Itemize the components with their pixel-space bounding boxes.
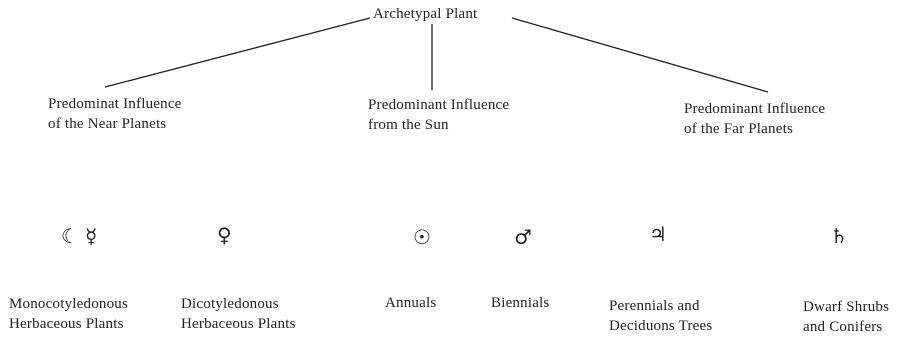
jupiter-icon: ♃ <box>649 222 673 246</box>
influence-far-planets-line2: of the Far Planets <box>684 121 793 137</box>
moon-and-mercury-icon: ☾☿ <box>61 224 103 248</box>
saturn-glyph: ♄ <box>830 224 848 248</box>
influence-near-planets-line2: of the Near Planets <box>48 116 167 132</box>
connector-root-to-far-planets <box>511 17 769 93</box>
influence-sun-line2: from the Sun <box>368 117 449 133</box>
category-perennials-line2: Deciduons Trees <box>609 318 713 334</box>
category-dwarf-shrubs-line1: Dwarf Shrubs <box>803 299 890 315</box>
category-monocotyledonous-line2: Herbaceous Plants <box>9 316 124 332</box>
sun-glyph: ☉ <box>413 225 431 249</box>
category-annuals-line1: Annuals <box>385 295 437 311</box>
category-dicotyledonous-line2: Herbaceous Plants <box>181 316 296 332</box>
influence-far-planets: Predominant Influence of the Far Planets <box>684 99 825 139</box>
influence-sun-line1: Predominant Influence <box>368 97 510 113</box>
sun-icon: ☉ <box>413 225 437 249</box>
influence-sun: Predominant Influence from the Sun <box>368 95 509 135</box>
category-biennials-line1: Biennials <box>491 295 550 311</box>
category-perennials-line1: Perennials and <box>609 298 700 314</box>
category-dwarf-shrubs: Dwarf Shrubs and Conifers <box>803 297 889 337</box>
category-annuals: Annuals <box>385 293 436 313</box>
venus-glyph: ♀ <box>217 223 232 247</box>
influence-far-planets-line1: Predominant Influence <box>684 101 826 117</box>
category-perennials: Perennials and Deciduons Trees <box>609 296 712 336</box>
venus-icon: ♀ <box>217 223 238 247</box>
category-monocotyledonous: Monocotyledonous Herbaceous Plants <box>9 294 128 334</box>
category-dicotyledonous: Dicotyledonous Herbaceous Plants <box>181 294 296 334</box>
mars-glyph: ♂ <box>514 225 532 249</box>
category-dwarf-shrubs-line2: and Conifers <box>803 319 883 335</box>
jupiter-glyph: ♃ <box>649 222 667 246</box>
moon-icon: ☾ <box>61 224 79 248</box>
connector-root-to-near-planets <box>104 17 371 88</box>
influence-near-planets-line1: Predominat Influence <box>48 96 182 112</box>
influence-near-planets: Predominat Influence of the Near Planets <box>48 94 182 134</box>
root-label-text: Archetypal Plant <box>373 6 478 22</box>
mercury-icon: ☿ <box>84 224 98 248</box>
root-node-label: Archetypal Plant <box>373 4 477 24</box>
mars-icon: ♂ <box>514 225 538 249</box>
category-dicotyledonous-line1: Dicotyledonous <box>181 296 279 312</box>
saturn-icon: ♄ <box>830 224 854 248</box>
category-biennials: Biennials <box>491 293 549 313</box>
category-monocotyledonous-line1: Monocotyledonous <box>9 296 129 312</box>
